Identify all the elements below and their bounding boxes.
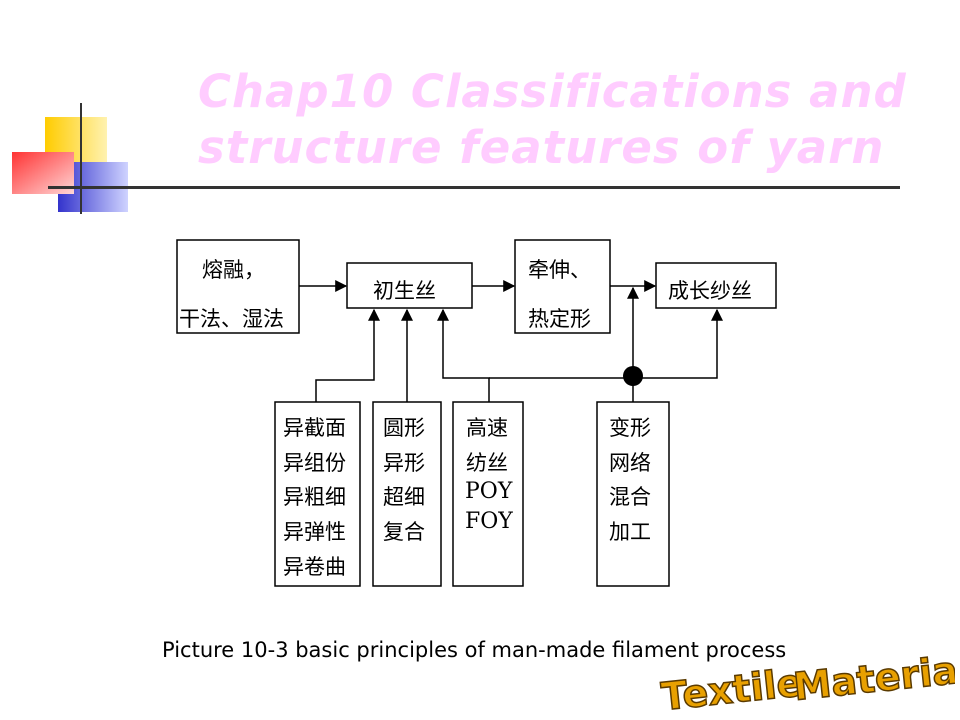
figure-caption: Picture 10-3 basic principles of man-mad… [162,638,787,662]
melt-box: 熔融， 干法、湿法 [176,239,300,334]
box-a-line-4: 异弹性 [283,520,346,544]
box-c-line-3: POY [465,479,513,504]
box-b-line-3: 超细 [383,485,425,509]
process-diagram: 熔融， 干法、湿法 初生丝 牵伸、 热定形 成长纱丝 异截面 异组份 异粗细 异… [176,239,777,587]
slide-logo [12,103,128,214]
connector-box-a [315,308,380,402]
connector-box-c [437,308,490,402]
box-high-speed-spinning: 高速 纺丝 POY FOY [452,401,524,587]
box-d-line-4: 加工 [609,520,651,544]
title-line-2: structure features of yarn [198,121,885,174]
box-a-line-2: 异组份 [283,451,346,475]
box-c-line-2: 纺丝 [466,451,508,475]
nascent-fiber-label: 初生丝 [373,279,436,303]
nascent-fiber-box: 初生丝 [346,262,473,309]
title-line-1: Chap10 Classifications and [198,65,907,118]
connector-junction-right [633,308,723,379]
wordart-word-1: Textile [659,660,804,719]
textile-materials-wordart: Textile Materials [659,648,955,720]
box-cross-section: 圆形 异形 超细 复合 [372,401,442,587]
box-a-line-3: 异粗细 [283,485,346,509]
melt-box-line-1: 熔融， [202,258,265,282]
draw-heatset-line-2: 热定形 [528,307,591,331]
box-d-line-2: 网络 [609,451,651,475]
box-shape-variation: 异截面 异组份 异粗细 异弹性 异卷曲 [274,401,361,587]
box-d-line-1: 变形 [609,416,651,440]
title-underline [48,186,900,189]
draw-heatset-line-1: 牵伸、 [528,258,591,282]
box-b-line-4: 复合 [383,520,425,544]
junction-dot [623,366,643,386]
box-texturing: 变形 网络 混合 加工 [596,401,670,587]
box-a-line-1: 异截面 [283,416,346,440]
melt-box-line-2: 干法、湿法 [179,307,284,331]
draw-heatset-box: 牵伸、 热定形 [514,239,611,334]
grown-yarn-label: 成长纱丝 [668,279,752,303]
box-b-line-1: 圆形 [383,416,425,440]
slide-title: Chap10 Classifications and structure fea… [198,64,938,176]
box-c-line-4: FOY [465,509,513,534]
box-a-line-5: 异卷曲 [283,555,346,579]
box-b-line-2: 异形 [383,451,425,475]
grown-yarn-box: 成长纱丝 [655,262,777,309]
wordart-word-2: Materials [791,648,955,709]
box-d-line-3: 混合 [609,485,651,509]
box-c-line-1: 高速 [466,416,508,440]
